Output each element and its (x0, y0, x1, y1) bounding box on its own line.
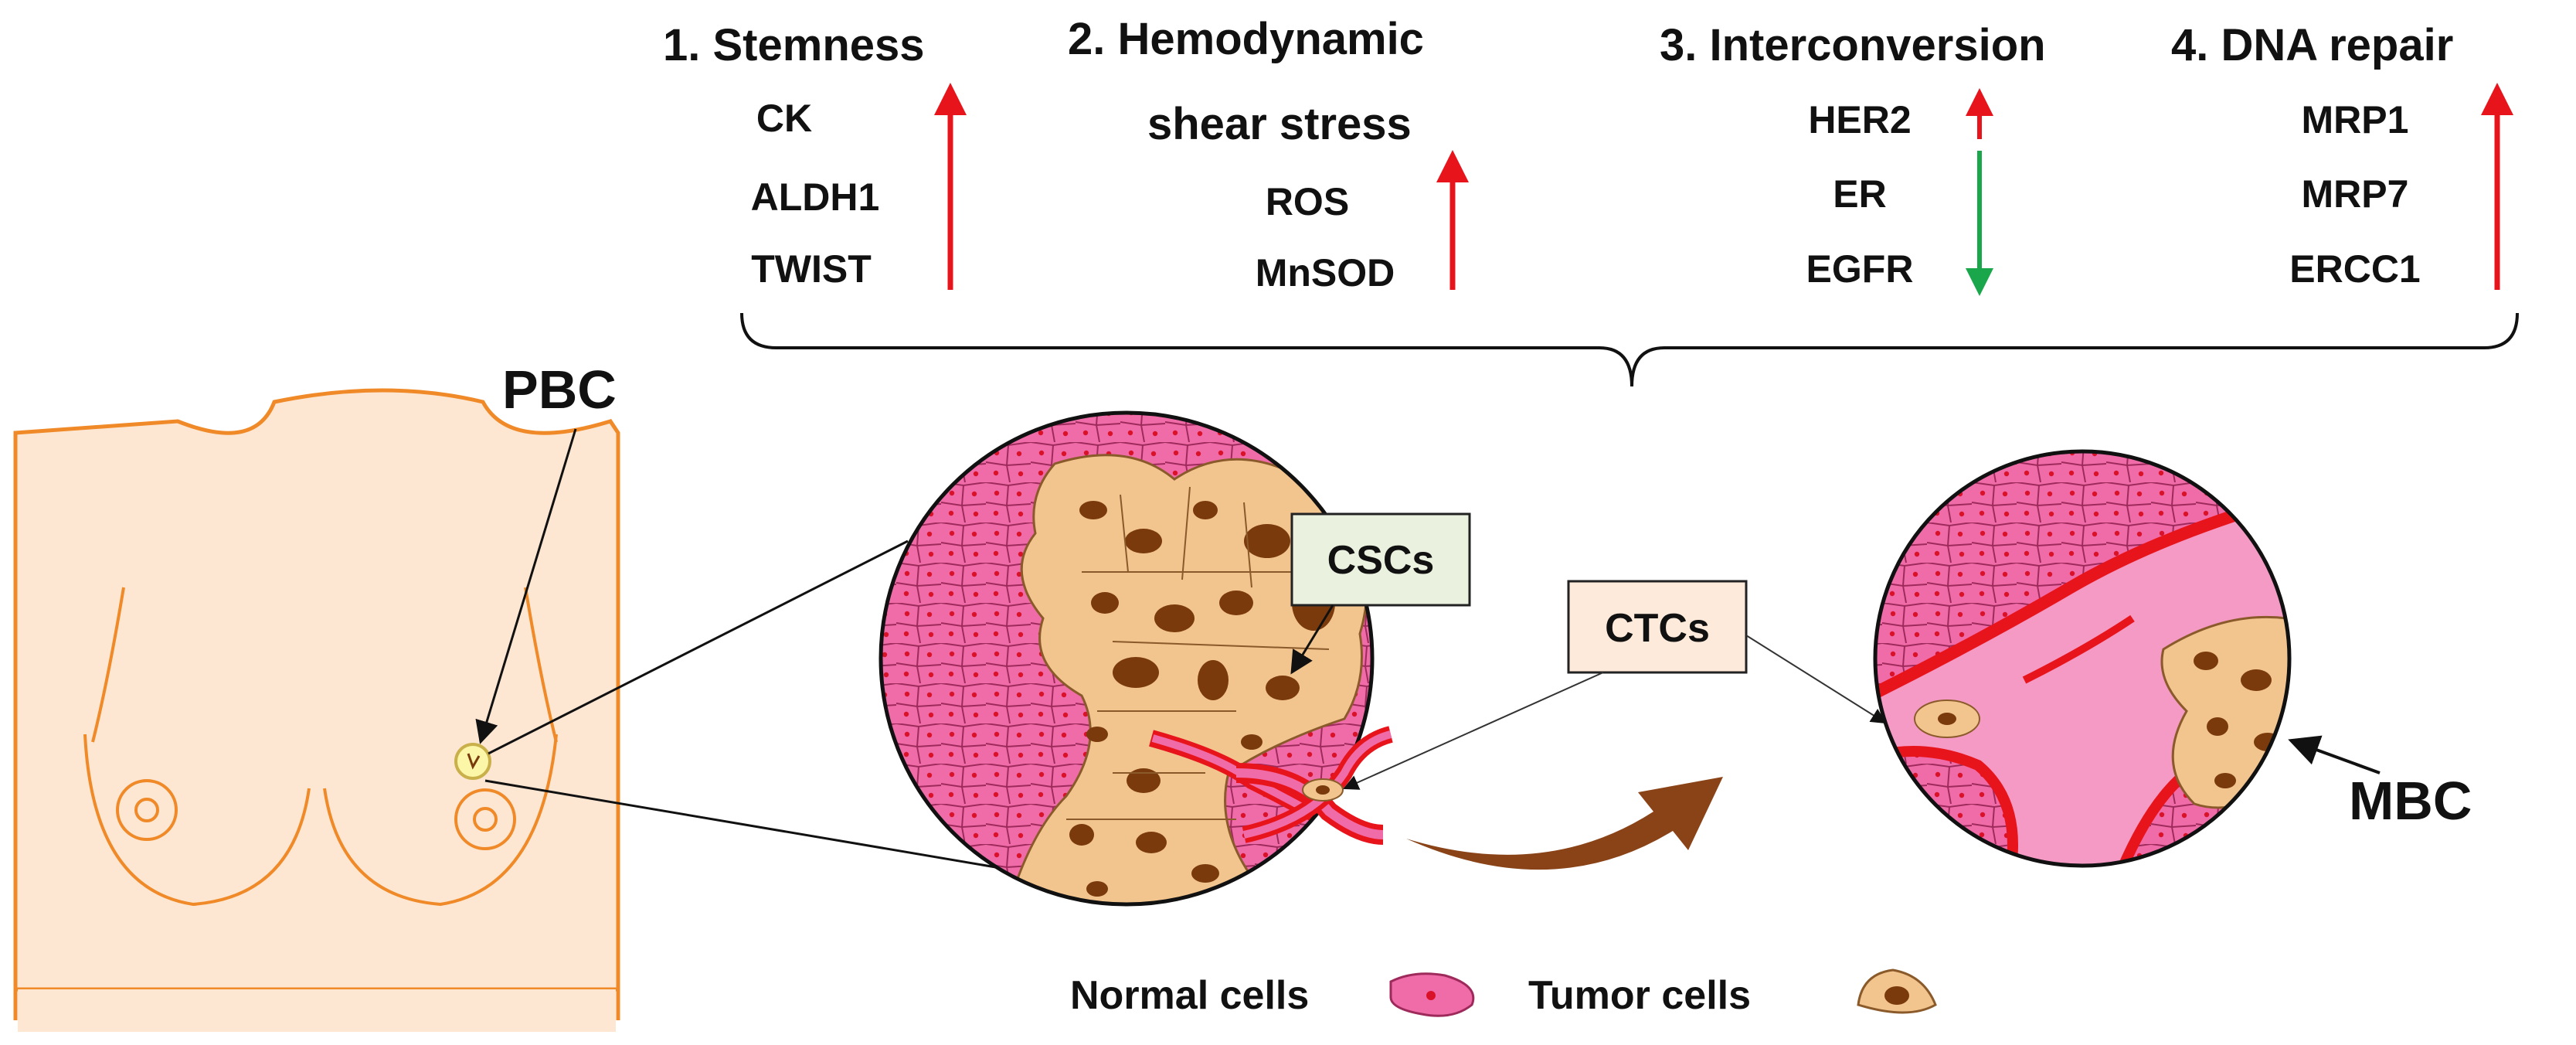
legend-tumor-label: Tumor cells (1528, 973, 1751, 1018)
nipple-icon (454, 788, 516, 850)
marker-ck: CK (756, 97, 812, 140)
cscs-label: CSCs (1327, 538, 1435, 583)
marker-mrp7: MRP7 (2302, 172, 2409, 216)
nipple-icon (116, 779, 178, 841)
metastasis-zoom (1875, 451, 2289, 866)
ctcs-arrow-left (1343, 672, 1604, 790)
marker-her2: HER2 (1808, 98, 1911, 141)
marker-mrp1: MRP1 (2302, 98, 2409, 141)
marker-twist: TWIST (751, 247, 872, 291)
cscs-box (1290, 512, 1471, 607)
zoom-line (484, 779, 1079, 883)
heading-shear-stress: shear stress (1147, 99, 1412, 149)
marker-egfr: EGFR (1806, 247, 1914, 291)
heading-dna-repair: 4. DNA repair (2171, 20, 2453, 70)
mbc-arrow (2288, 735, 2381, 774)
heading-hemodynamic: 2. Hemodynamic (1068, 14, 1424, 64)
heading-stemness: 1. Stemness (663, 20, 925, 70)
marker-mnsod: MnSOD (1256, 251, 1395, 294)
mbc-label: MBC (2349, 771, 2472, 831)
breast-contour (323, 734, 558, 907)
marker-er: ER (1833, 172, 1886, 216)
marker-ercc1: ERCC1 (2289, 247, 2420, 291)
marker-ros: ROS (1266, 180, 1349, 223)
legend-normal-label: Normal cells (1070, 973, 1309, 1018)
heading-interconversion: 3. Interconversion (1660, 20, 2046, 70)
ctcs-arrow-right (1745, 635, 1887, 724)
primary-tumor-zoom (881, 413, 1372, 904)
torso-outline (13, 388, 620, 992)
zoom-line (488, 540, 909, 755)
primary-tumor-spot (454, 743, 491, 780)
ctcs-label: CTCs (1605, 606, 1710, 651)
pbc-arrow (475, 428, 577, 744)
grouping-brace (740, 312, 2519, 387)
breast-contour (83, 734, 311, 907)
pbc-label: PBC (502, 359, 617, 420)
ctcs-box (1567, 580, 1748, 674)
marker-aldh1: ALDH1 (751, 175, 880, 219)
cscs-arrow (1290, 604, 1334, 675)
metastasis-arrow-icon (1406, 777, 1723, 870)
